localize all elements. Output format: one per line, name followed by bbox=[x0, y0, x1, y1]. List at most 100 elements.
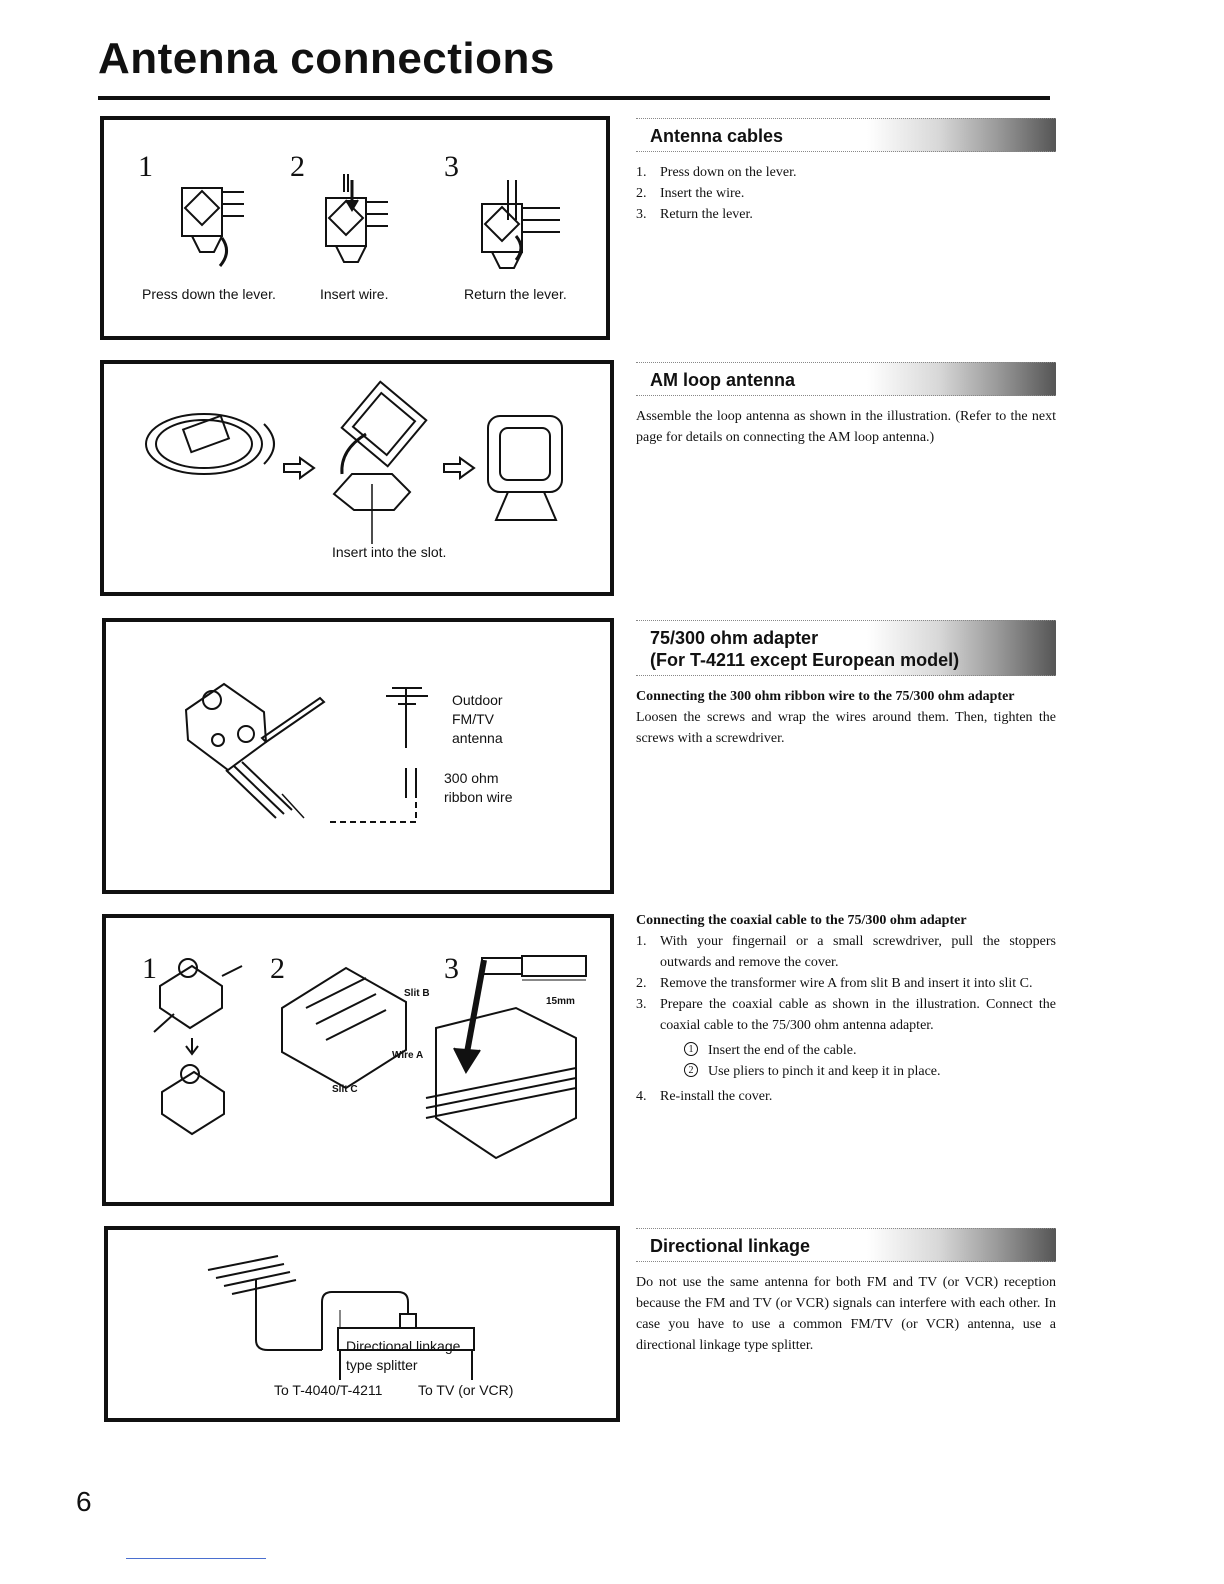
section-directional: Directional linkage Do not use the same … bbox=[636, 1228, 1056, 1356]
splitter-illustration bbox=[207, 1255, 475, 1380]
label-15mm: 15mm bbox=[546, 996, 575, 1007]
title-rule bbox=[98, 96, 1050, 100]
label-outdoor: Outdoor bbox=[452, 692, 503, 708]
adapter-illustration bbox=[184, 682, 428, 823]
loop-frame-flat bbox=[145, 413, 263, 475]
heading-antenna-cables: Antenna cables bbox=[636, 118, 1056, 152]
label-ribbon-wire: ribbon wire bbox=[444, 789, 513, 805]
caption-press-lever: Press down the lever. bbox=[142, 286, 276, 302]
section-am-loop: AM loop antenna Assemble the loop antenn… bbox=[636, 362, 1056, 448]
splitter-outputs bbox=[339, 1350, 473, 1380]
down-arrow bbox=[185, 1038, 199, 1056]
label-wire-a: Wire A bbox=[392, 1050, 424, 1061]
page-title: Antenna connections bbox=[98, 34, 555, 83]
adapter-body bbox=[184, 682, 268, 772]
ribbon-leads bbox=[225, 761, 293, 819]
caption-return-lever: Return the lever. bbox=[464, 286, 567, 302]
loop-assembled bbox=[487, 415, 563, 493]
coax-step-2: 2 bbox=[270, 952, 285, 985]
coaxial-steps: 1.With your fingernail or a small screwd… bbox=[636, 931, 1056, 1107]
figure-adapter: Outdoor FM/TV antenna 300 ohm ribbon wir… bbox=[102, 618, 614, 894]
return-arrow bbox=[514, 235, 523, 261]
adapter-with-cable bbox=[435, 1006, 577, 1160]
press-arrow bbox=[218, 237, 228, 267]
antenna-cables-step: 2.Insert the wire. bbox=[636, 186, 745, 201]
heading-adapter: 75/300 ohm adapter (For T-4211 except Eu… bbox=[636, 620, 1056, 676]
label-slit-c: Slit C bbox=[332, 1084, 358, 1095]
coax-step-1: 1 bbox=[142, 952, 157, 985]
ribbon-wire-symbol bbox=[405, 768, 417, 798]
adapter-internals bbox=[281, 966, 407, 1090]
section-adapter: 75/300 ohm adapter (For T-4211 except Eu… bbox=[636, 620, 1056, 749]
terminal-1-lever bbox=[183, 189, 221, 227]
label-splitter-1: Directional linkage bbox=[346, 1338, 461, 1354]
directional-paragraph: Do not use the same antenna for both FM … bbox=[636, 1275, 1056, 1353]
label-to-tuner: To T-4040/T-4211 bbox=[274, 1382, 383, 1398]
terminal-3-body bbox=[481, 203, 523, 253]
coaxial-step: 2.Remove the transformer wire A from sli… bbox=[636, 976, 1033, 991]
heading-directional-text: Directional linkage bbox=[650, 1236, 811, 1256]
coaxial-step: 1.With your fingernail or a small screwd… bbox=[636, 934, 1056, 970]
label-fm-tv: FM/TV bbox=[452, 711, 494, 727]
footer-rule bbox=[126, 1558, 266, 1559]
antenna-cables-steps: 1.Press down on the lever. 2.Insert the … bbox=[636, 162, 1056, 225]
coaxial-illustration bbox=[153, 955, 587, 1160]
coax-step-3: 3 bbox=[444, 952, 459, 985]
antenna-cables-step: 1.Press down on the lever. bbox=[636, 165, 797, 180]
adapter-open bbox=[161, 1070, 225, 1136]
terminal-1-body bbox=[181, 187, 223, 237]
label-splitter-2: type splitter bbox=[346, 1357, 418, 1373]
cover-insert-arrow bbox=[463, 959, 487, 1059]
am-loop-illustration bbox=[145, 380, 563, 544]
splitter-box bbox=[337, 1327, 475, 1351]
figure-antenna-cables: 1 2 3 Press down the lever. Insert wire.… bbox=[100, 116, 610, 340]
am-loop-paragraph: Assemble the loop antenna as shown in th… bbox=[636, 409, 1056, 445]
rotate-arrow bbox=[340, 432, 367, 475]
loop-frame-upright bbox=[340, 380, 428, 468]
caption-insert-slot: Insert into the slot. bbox=[332, 544, 447, 560]
step-number-1: 1 bbox=[138, 150, 153, 183]
terminal-2-body bbox=[325, 197, 367, 247]
step-number-2: 2 bbox=[290, 150, 305, 183]
yagi-antenna bbox=[207, 1255, 297, 1295]
adapter-cover-removal bbox=[159, 964, 223, 1030]
figure-am-loop: Insert into the slot. bbox=[100, 360, 614, 596]
label-to-tv: To TV (or VCR) bbox=[418, 1382, 514, 1398]
heading-directional: Directional linkage bbox=[636, 1228, 1056, 1262]
label-slit-b: Slit B bbox=[404, 988, 430, 999]
loop-stand bbox=[332, 473, 412, 511]
heading-adapter-line1: 75/300 ohm adapter bbox=[650, 628, 819, 648]
figure-coaxial: 1 2 3 Slit B Wire A Slit C 15mm bbox=[102, 914, 614, 1206]
coaxial-subheading: Connecting the coaxial cable to the 75/3… bbox=[636, 913, 967, 928]
antenna-terminal-illustration bbox=[181, 174, 560, 269]
caption-insert-wire: Insert wire. bbox=[320, 286, 389, 302]
coaxial-step: 4.Re-install the cover. bbox=[636, 1089, 773, 1104]
adapter-subheading: Connecting the 300 ohm ribbon wire to th… bbox=[636, 689, 1015, 704]
antenna-cables-step: 3.Return the lever. bbox=[636, 207, 753, 222]
screwdriver bbox=[260, 696, 326, 744]
adapter-paragraph: Loosen the screws and wrap the wires aro… bbox=[636, 710, 1056, 746]
connection-dashed-line bbox=[326, 802, 417, 823]
coaxial-step: 3.Prepare the coaxial cable as shown in … bbox=[636, 994, 1056, 1082]
label-antenna: antenna bbox=[452, 730, 503, 746]
heading-am-loop: AM loop antenna bbox=[636, 362, 1056, 396]
coaxial-cable bbox=[425, 1067, 577, 1119]
label-300-ohm: 300 ohm bbox=[444, 770, 499, 786]
step-number-3: 3 bbox=[444, 150, 459, 183]
heading-am-loop-text: AM loop antenna bbox=[650, 370, 795, 390]
outdoor-antenna-symbol bbox=[386, 687, 428, 740]
cable-strip-end bbox=[481, 957, 523, 975]
antenna-cable-loop bbox=[321, 1291, 409, 1350]
section-antenna-cables: Antenna cables 1.Press down on the lever… bbox=[636, 118, 1056, 225]
heading-antenna-cables-text: Antenna cables bbox=[650, 126, 784, 146]
heading-adapter-line2: (For T-4211 except European model) bbox=[650, 650, 960, 670]
page-number: 6 bbox=[76, 1486, 92, 1517]
antenna-cable-left bbox=[255, 1310, 322, 1351]
assembly-arrow-2 bbox=[443, 456, 476, 480]
section-coaxial: Connecting the coaxial cable to the 75/3… bbox=[636, 910, 1056, 1107]
assembly-arrow-1 bbox=[283, 456, 316, 480]
figure-splitter: Directional linkage type splitter To T-4… bbox=[104, 1226, 620, 1422]
